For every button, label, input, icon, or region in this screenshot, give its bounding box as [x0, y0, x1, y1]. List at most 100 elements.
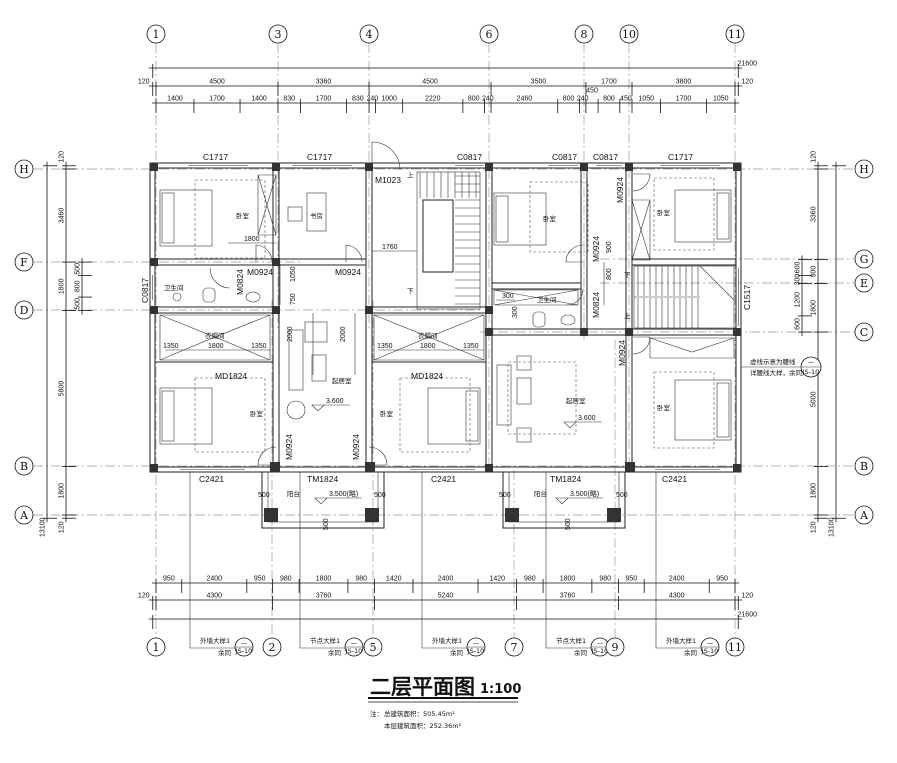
- callout-text: 外墙大样1: [200, 636, 230, 645]
- callout-text: 详腰线大样，余同: [750, 368, 802, 377]
- axis-bubble: [146, 637, 166, 657]
- dimension-label: 2460: [517, 96, 533, 103]
- room-label-bedroom: 卧室: [543, 214, 557, 223]
- dimension-label: 980: [524, 576, 536, 583]
- dimension-label: 500: [75, 263, 82, 275]
- dimension-label: 750: [290, 293, 297, 305]
- level-label: 3.500(略): [570, 489, 599, 498]
- dimension-label: 4300: [669, 593, 685, 600]
- dimension-label: 300: [502, 293, 514, 300]
- dimension-label: 500: [499, 492, 511, 499]
- opening-tags: C1717 C1717 C0817 C0817 C0817 C1717 C081…: [140, 152, 752, 484]
- callout-leader: [299, 472, 348, 649]
- callout-sheet: JS-10: [235, 647, 253, 655]
- axis-label: D: [20, 304, 29, 317]
- callout-sheet: JS-10: [591, 647, 609, 655]
- inner-dimensions: 1800 1760 1050 750 2000 2000 1350 1800 1…: [163, 236, 628, 530]
- window-tag: C2421: [199, 474, 224, 484]
- dimension-label: 13100: [40, 517, 47, 537]
- dimension-label: 4300: [206, 593, 222, 600]
- room-label-bedroom: 卧室: [657, 208, 671, 217]
- dimension-label: 3360: [316, 79, 332, 86]
- axis-bubble: [854, 249, 874, 269]
- walls: [149, 162, 742, 529]
- door-tag: M0924: [335, 267, 361, 277]
- room-label-bedroom: 卧室: [657, 403, 671, 412]
- dimension-label: 800: [563, 96, 575, 103]
- room-label-balcony: 阳台: [534, 489, 547, 498]
- door-tag: M0924: [351, 434, 361, 460]
- door-tag: M0924: [247, 267, 273, 277]
- window-tag: C0817: [593, 152, 618, 162]
- axis-label: 9: [612, 641, 619, 654]
- dimension-label: 1050: [290, 266, 297, 282]
- axis-bubble: [14, 300, 34, 320]
- dimension-label: 1800: [244, 236, 260, 243]
- callout-text: 余同: [684, 648, 697, 657]
- axis-label: C: [860, 326, 868, 339]
- dimension-label: 1800: [316, 576, 332, 583]
- dimension-label: 900: [811, 266, 818, 278]
- dimension-label: 300: [795, 274, 802, 286]
- dimension-label: 120: [741, 593, 753, 600]
- dimension-label: 1800: [420, 343, 436, 350]
- axis-label: 6: [486, 28, 493, 41]
- dimension-label: 120: [138, 79, 150, 86]
- axis-bubble: [574, 24, 594, 44]
- door-tag: MD1824: [215, 371, 247, 381]
- axis-bubble: [854, 273, 874, 293]
- door-tag: M0824: [235, 269, 245, 295]
- dimension-label: 1200: [795, 292, 802, 308]
- dimension-label: 240: [577, 96, 589, 103]
- callout-text: 余同: [450, 648, 463, 657]
- dimension-label: 13100: [829, 517, 836, 537]
- note-total-area: 总建筑面积：505.45m²: [384, 709, 455, 718]
- callout-text: 余同: [574, 648, 587, 657]
- dimension-label: 1050: [638, 96, 654, 103]
- axis-label: 5: [370, 641, 377, 654]
- furniture: [159, 174, 735, 453]
- dimension-label: 240: [366, 96, 378, 103]
- axis-label: B: [860, 460, 868, 473]
- door-tag: TM1824: [307, 474, 338, 484]
- dimension-label: 900: [606, 241, 613, 253]
- axis-label: A: [859, 509, 869, 522]
- dimension-label: 950: [163, 576, 175, 583]
- dimension-label: 1800: [811, 300, 818, 316]
- title-name: 二层平面图: [370, 675, 475, 699]
- note-floor-area: 本层建筑面积：252.36m²: [384, 721, 462, 730]
- axis-bubble: [14, 456, 34, 476]
- dimension-label: 1800: [208, 343, 224, 350]
- dimension-label: 21600: [738, 612, 758, 619]
- axis-label: E: [860, 277, 868, 290]
- dimension-label: 1050: [713, 96, 729, 103]
- axis-bubble: [605, 637, 625, 657]
- dimension-label: 3360: [811, 206, 818, 222]
- dimension-label: 830: [283, 96, 295, 103]
- axis-label: 11: [728, 28, 742, 41]
- axis-bubble: [146, 24, 166, 44]
- dimension-label: 950: [716, 576, 728, 583]
- doors: [209, 141, 651, 466]
- dimension-label: 120: [138, 593, 150, 600]
- title-scale: 1:100: [480, 682, 521, 697]
- dimension-label: 500: [323, 518, 330, 530]
- axis-label: 3: [275, 28, 282, 41]
- room-label-living: 起居室: [332, 376, 352, 385]
- note-prefix: 注：: [370, 709, 383, 718]
- dimension-label: 5000: [811, 391, 818, 407]
- level-label: 3.500(略): [329, 489, 358, 498]
- callout-text: 虚线示意为腰线: [750, 357, 796, 366]
- dimension-label: 1700: [676, 96, 692, 103]
- dimension-label: 980: [599, 576, 611, 583]
- callout-dash: —: [597, 639, 604, 647]
- dimension-label: 120: [59, 521, 66, 533]
- axis-bubble: [854, 505, 874, 525]
- room-label-bathroom: 卫生间: [164, 283, 184, 292]
- dimension-label: 3500: [531, 79, 547, 86]
- dimension-label: 1700: [209, 96, 225, 103]
- dimension-label: 2220: [425, 96, 441, 103]
- waist-line-callout: 虚线示意为腰线 详腰线大样，余同 — JS-10: [741, 356, 822, 378]
- dimension-label: 120: [741, 79, 753, 86]
- door-tag: M1023: [375, 175, 401, 185]
